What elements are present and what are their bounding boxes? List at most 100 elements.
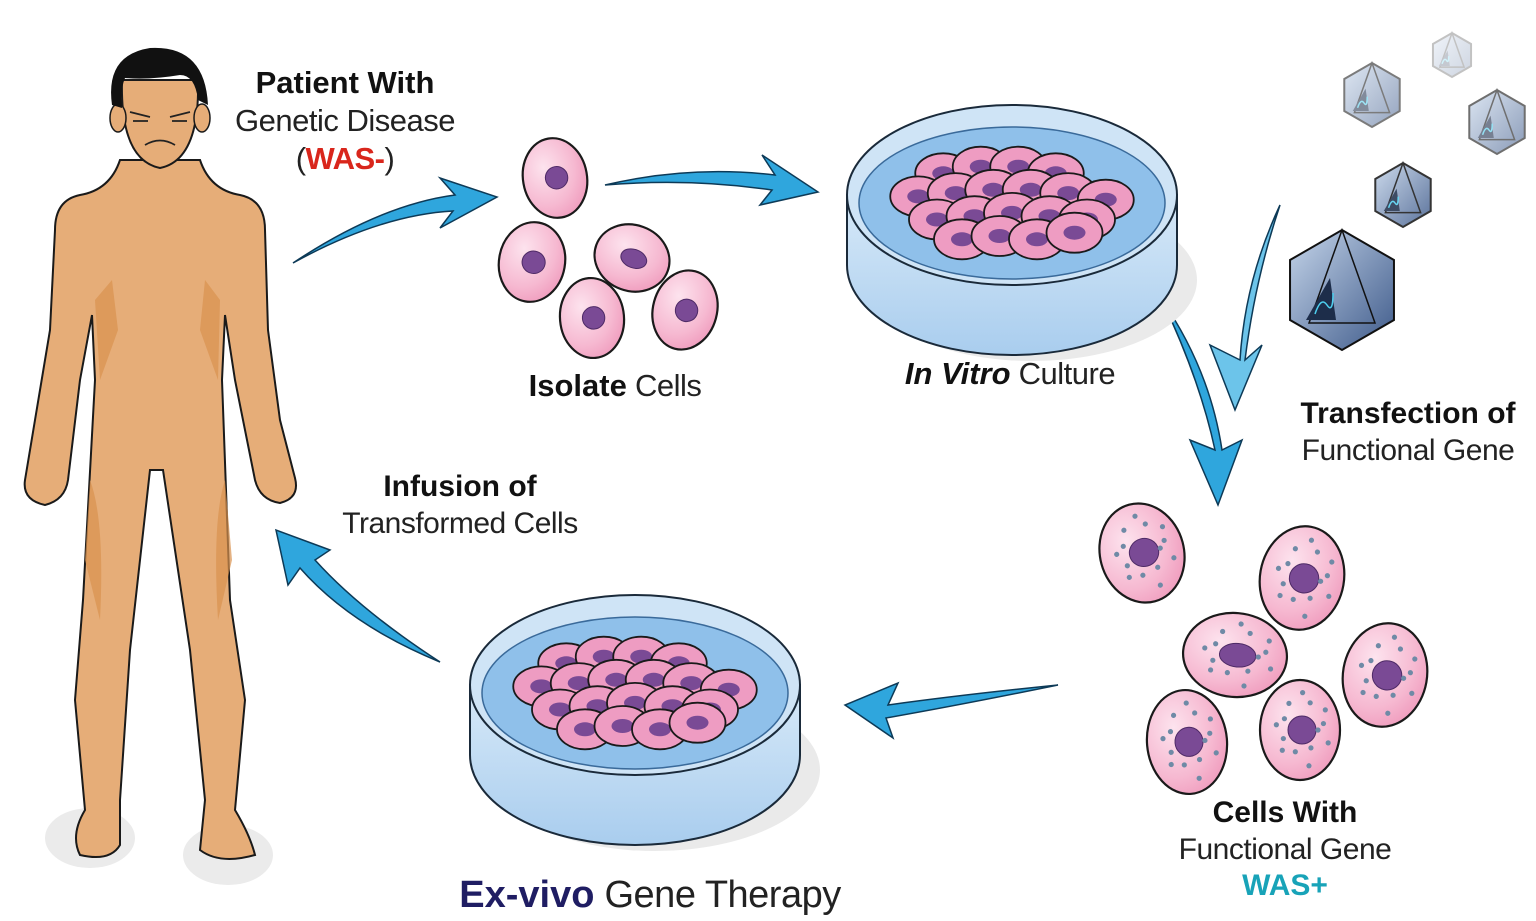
virus-capsid-icon [1374,160,1432,229]
gene-dot [1267,666,1274,672]
label-invitro: In Vitro Culture [880,355,1140,393]
nucleus [521,250,546,274]
patient-figure [23,47,297,885]
arrow-icon [604,154,820,207]
gene-dot [1155,564,1161,570]
gene-dot [1280,581,1286,587]
label-patient-bold: Patient With [255,65,435,100]
gene-dot [1159,524,1166,530]
gene-dot [1307,595,1313,601]
gene-dot [1385,710,1391,716]
gene-dot [1220,628,1226,635]
gene-dot [1363,678,1369,684]
gene-dot [1292,546,1298,552]
gene-dot [1196,775,1202,781]
arrow-icon [292,176,499,264]
head [120,79,200,170]
cell-icon [1045,211,1104,254]
dna-strand [1356,96,1368,109]
gene-dot [1157,582,1163,588]
gene-dot [1202,737,1208,744]
gene-dot [1325,740,1331,746]
gene-dot [1391,634,1398,640]
gene-dot [1368,657,1374,664]
gene-dot [1245,668,1251,674]
gene-dot [1183,700,1189,706]
gene-dot [1373,693,1379,700]
gene-dot [1126,574,1132,580]
flow-arrows [274,154,1281,740]
gene-dot [1241,683,1247,689]
gene-dot [1280,735,1286,742]
gene-dot [1375,643,1381,649]
dna-strand [1314,292,1334,315]
arrow-icon [274,528,441,663]
gene-dot [1401,675,1407,681]
virus-capsid-icon [1468,87,1526,156]
cells-with-functional-gene [1098,502,1429,796]
gene-dot [1192,710,1198,716]
label-infusion: Infusion of Transformed Cells [325,469,595,542]
hair [111,47,208,108]
label-transfection-regular: Functional Gene [1301,433,1515,467]
cell-icon [1181,611,1289,699]
gene-dot [1210,657,1216,663]
dna-strand [1387,196,1399,209]
label-transfection: Transfection of Functional Gene [1280,396,1536,469]
gene-dot [1213,750,1219,756]
label-invitro-bold: In Vitro [904,356,1011,391]
ear-left [109,103,127,133]
gene-dot [1281,716,1288,722]
gene-dot [1314,549,1321,555]
nucleus [1287,715,1317,745]
gene-dot [1224,670,1230,676]
gene-dot [1196,756,1203,763]
arrow-icon [1161,299,1244,508]
nucleus [674,298,699,323]
title-bold: Ex-vivo [459,874,595,916]
isolated-cells [497,137,719,360]
gene-dot [1255,654,1261,660]
label-functional-regular: Functional Gene [1178,832,1392,866]
gene-dot [1114,551,1120,557]
gene-dot [1308,745,1314,751]
cell-icon [1258,525,1346,631]
gene-dot [1320,720,1327,727]
paren-open: ( [295,140,306,176]
gene-dot [1315,727,1321,733]
gene-dot [1167,729,1174,735]
gene-dot [1142,521,1148,527]
label-isolate-bold: Isolate [528,368,627,403]
paren-close: ) [384,140,395,176]
nucleus [544,166,569,190]
gene-dot [1306,763,1312,769]
ear-right [193,103,211,133]
label-invitro-regular: Culture [1010,356,1116,391]
nucleus [581,306,606,330]
arrow-icon [1208,204,1281,413]
nucleus [620,248,648,269]
gene-dot [1273,722,1279,728]
gene-dot [1121,527,1127,533]
gene-dot [1140,572,1146,578]
gene-dot [1161,537,1167,544]
face-features [129,111,191,146]
gene-dot [1409,690,1415,696]
gene-dot [1390,692,1396,698]
cell-icon [651,269,719,351]
gene-dot [1290,596,1296,603]
cultured-cells [889,145,1135,261]
gene-dot [1266,638,1272,644]
petri-dish-exvivo [469,594,820,851]
gene-dot [1302,613,1308,619]
gene-dot [1324,573,1331,579]
gene-dot [1322,707,1328,713]
cell-icon [558,276,626,360]
gene-dot [1170,712,1177,718]
cultured-cells [512,635,758,751]
label-isolate: Isolate Cells [500,367,730,405]
nucleus [1218,642,1257,668]
gene-dot [1181,762,1187,768]
cell-icon [1145,688,1229,796]
